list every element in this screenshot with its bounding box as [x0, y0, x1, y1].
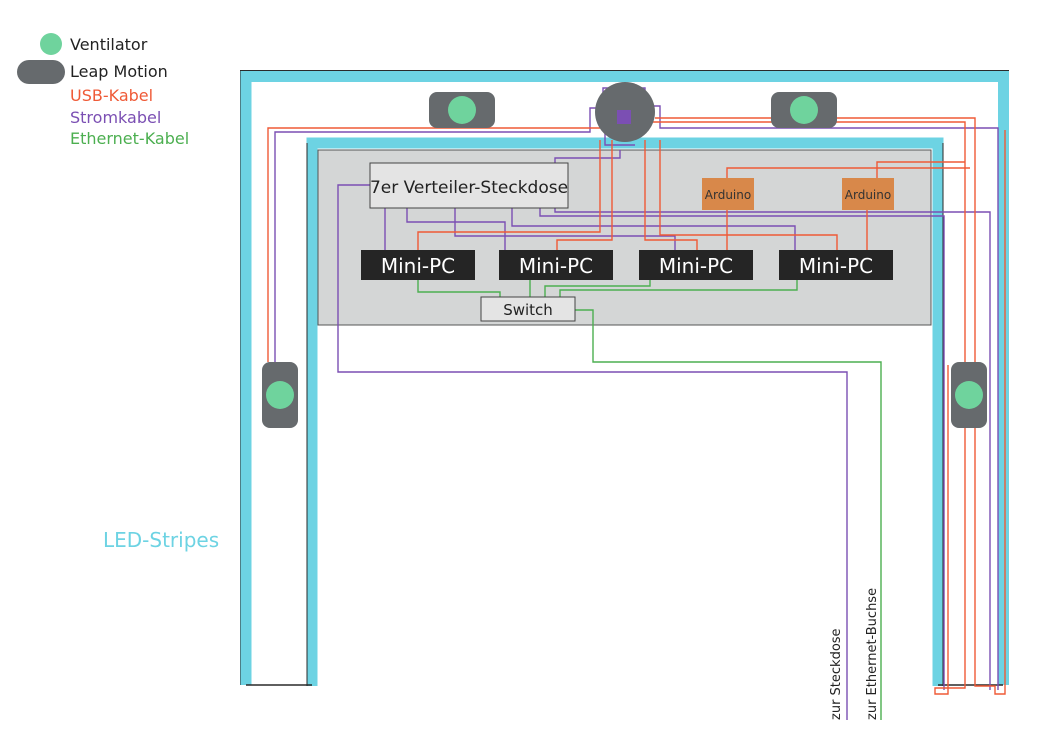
mini-pc-label: Mini-PC [799, 254, 873, 278]
usb-cables [267, 117, 1006, 695]
mini-pc-label: Mini-PC [659, 254, 733, 278]
legend-ventilator-icon [40, 33, 62, 55]
mini-pc-2: Mini-PC [499, 250, 613, 280]
usb-hub-icon [617, 110, 631, 124]
frame [240, 70, 1009, 686]
mini-pc-4: Mini-PC [779, 250, 893, 280]
to-socket-label: zur Steckdose [829, 628, 844, 720]
power-cables [274, 87, 999, 720]
ventilator-icon [790, 96, 818, 124]
led-stripes-label: LED-Stripes [103, 528, 219, 552]
mini-pc-1: Mini-PC [361, 250, 475, 280]
mini-pc-3: Mini-PC [639, 250, 753, 280]
left-leap-motion [262, 362, 298, 428]
legend: Ventilator Leap Motion USB-Kabel Stromka… [17, 33, 189, 148]
legend-strom-label: Stromkabel [70, 108, 161, 127]
legend-usb-label: USB-Kabel [70, 86, 153, 105]
ethernet-cables [417, 280, 882, 720]
led-stripe-inner [306, 137, 944, 686]
mini-pc-label: Mini-PC [519, 254, 593, 278]
ventilator-icon [266, 381, 294, 409]
right-leap-motion [951, 362, 987, 428]
top-right-leap-motion [771, 92, 837, 128]
mini-pc-label: Mini-PC [381, 254, 455, 278]
ventilator-icon [448, 96, 476, 124]
arduino-1: Arduino [702, 178, 754, 210]
top-left-leap-motion [429, 92, 495, 128]
legend-leap-motion-label: Leap Motion [70, 62, 168, 81]
power-strip: 7er Verteiler-Steckdose [369, 162, 569, 209]
power-strip-label: 7er Verteiler-Steckdose [370, 178, 568, 198]
switch-label: Switch [503, 301, 553, 319]
legend-ventilator-label: Ventilator [70, 35, 148, 54]
arduino-2: Arduino [842, 178, 894, 210]
arduino-label: Arduino [705, 188, 751, 202]
center-leap-motion [595, 82, 655, 142]
legend-leap-motion-icon [17, 60, 65, 84]
network-switch: Switch [480, 296, 576, 322]
arduino-label: Arduino [845, 188, 891, 202]
legend-ethernet-label: Ethernet-Kabel [70, 129, 189, 148]
led-stripe-outer [240, 71, 1009, 685]
to-ethernet-label: zur Ethernet-Buchse [865, 588, 880, 720]
ventilator-icon [955, 381, 983, 409]
